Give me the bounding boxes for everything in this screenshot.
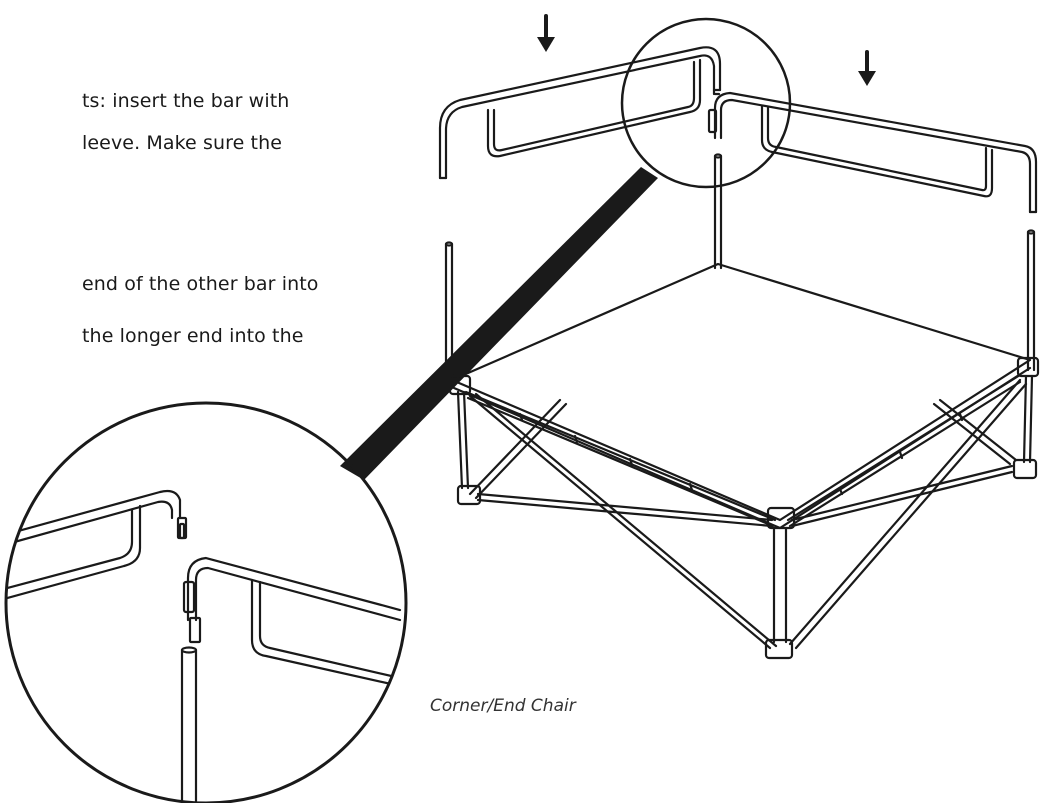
chair-legs: [456, 374, 1034, 644]
detail-highlight-circle: [620, 17, 792, 189]
down-arrow-icon: [858, 50, 876, 86]
zoom-detail: [4, 401, 408, 803]
illustration-caption: Corner/End Chair: [430, 696, 576, 716]
instruction-text-line-4: the longer end into the: [82, 325, 304, 347]
cross-braces: [468, 378, 1028, 650]
down-arrow-icon: [537, 14, 555, 52]
instruction-text-line-1: ts: insert the bar with: [82, 90, 290, 112]
instruction-text-line-2: leeve. Make sure the: [82, 132, 283, 154]
left-armrest-bar: [438, 46, 722, 180]
right-armrest-bar: [707, 91, 1038, 214]
callout-pointer: [340, 167, 658, 480]
instruction-text-line-3: end of the other bar into: [82, 273, 319, 295]
chair-posts: [444, 153, 1036, 386]
